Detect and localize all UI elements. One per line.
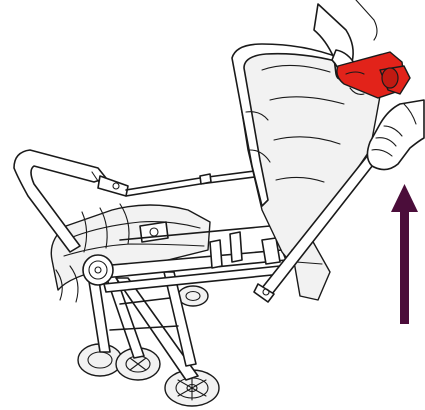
middle-wheel bbox=[178, 286, 208, 306]
frame-hub-joint bbox=[83, 255, 113, 285]
rear-wheels bbox=[78, 344, 160, 380]
canopy-strut bbox=[126, 170, 262, 196]
lift-arrow-icon bbox=[391, 184, 418, 324]
